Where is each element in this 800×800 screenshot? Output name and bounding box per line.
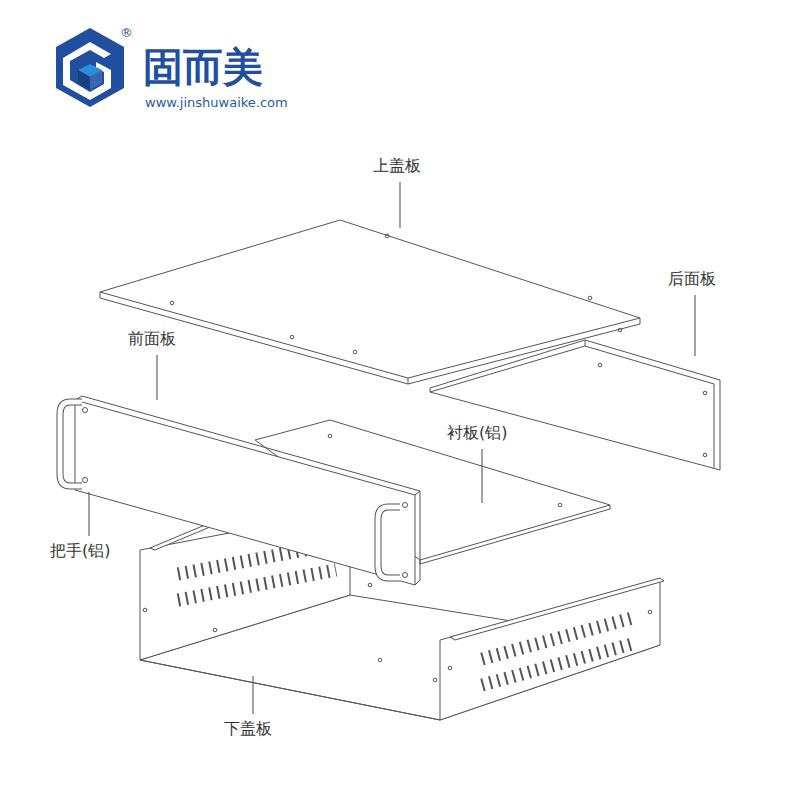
part-label: 上盖板 bbox=[373, 157, 421, 175]
handle bbox=[60, 402, 400, 578]
part-label: 前面板 bbox=[128, 330, 176, 348]
part-label: 把手(铝) bbox=[50, 542, 110, 560]
part-label: 衬板(铝) bbox=[447, 424, 507, 442]
part-label: 下盖板 bbox=[224, 720, 272, 738]
logo-icon bbox=[56, 28, 124, 107]
registered-mark: ® bbox=[120, 26, 133, 41]
brand-name: 固而美 bbox=[143, 44, 263, 90]
rear-panel bbox=[430, 340, 720, 470]
website-url: www.jinshuwaike.com bbox=[145, 96, 288, 111]
part-label: 后面板 bbox=[668, 270, 716, 288]
front-panel bbox=[75, 396, 420, 585]
leader-line bbox=[89, 182, 695, 714]
